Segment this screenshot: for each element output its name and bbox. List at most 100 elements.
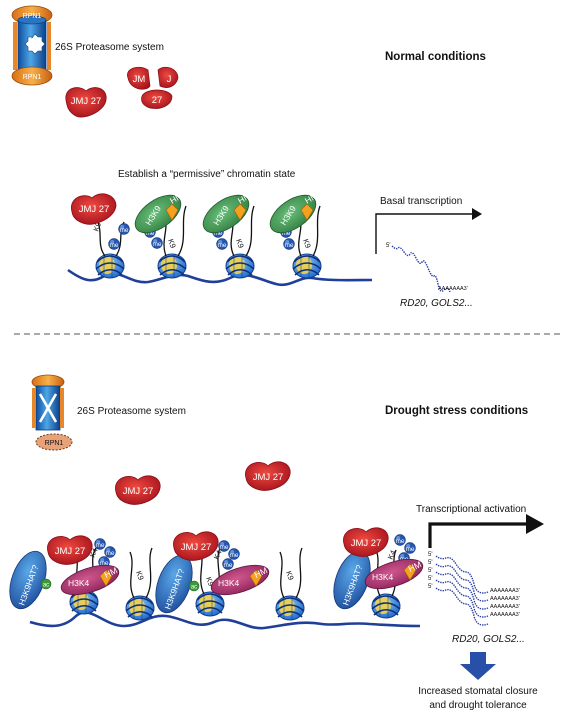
svg-text:me: me [281,230,290,237]
nucleosome-drought-5 [371,593,401,619]
normal-conditions-heading: Normal conditions [385,51,486,63]
jmj27-label: JMJ 27 [79,204,110,215]
svg-text:5': 5' [428,560,432,566]
svg-text:5': 5' [386,243,390,249]
svg-text:me: me [219,544,228,551]
svg-text:ac: ac [43,583,49,589]
svg-text:5': 5' [428,584,432,590]
me-mark: me [108,238,120,250]
svg-text:ac: ac [191,585,197,591]
genes-drought: RD20, GOLS2... [452,634,525,645]
svg-text:H3K4: H3K4 [68,578,90,588]
svg-text:me: me [95,542,104,549]
me-mark: me [98,556,110,568]
svg-text:K4: K4 [386,549,398,561]
me-mark: me [218,540,230,552]
jmj27-drought-bound-1: JMJ 27 [47,535,93,565]
svg-text:K4: K4 [212,549,224,561]
fragment-27: 27 [152,95,163,106]
outcome-down-arrow [460,652,496,680]
svg-text:K9: K9 [284,570,296,582]
jmj27-normal-bound: JMJ 27 [70,193,117,225]
svg-text:K9: K9 [234,238,246,250]
basal-transcription-label: Basal transcription [380,196,462,207]
svg-text:K9: K9 [134,570,146,582]
svg-text:JMJ 27: JMJ 27 [123,486,154,497]
svg-text:AAAAAAA3': AAAAAAA3' [490,588,520,594]
proteasome-label-drought: 26S Proteasome system [77,406,186,417]
me-mark: me [280,226,292,238]
nucleosome-drought-3 [195,591,225,617]
svg-text:me: me [145,230,154,237]
svg-text:5': 5' [428,552,432,558]
svg-text:H3K4: H3K4 [372,572,394,582]
svg-text:me: me [223,562,232,569]
jmj27-drought-bound-3: JMJ 27 [343,527,389,557]
svg-text:me: me [284,242,293,249]
h3k9hat-complex-2: H3K9HAT? ac [155,554,200,614]
proteasome-label-normal: 26S Proteasome system [55,42,164,53]
svg-text:AAAAAAA3': AAAAAAA3' [438,286,468,292]
me-mark: me [228,548,240,560]
svg-text:K9: K9 [204,576,216,588]
svg-text:me: me [99,560,108,567]
mrna-labels-drought: 5' 5' 5' 5' 5' AAAAAAA3' AAAAAAA3' AAAAA… [428,552,520,618]
jmj27-normal-free: JMJ 27 [65,87,107,118]
svg-text:me: me [405,546,414,553]
nucleosome-normal-4 [292,253,322,279]
inactive-gear-icon [38,393,58,423]
jmj27-fragments: JM J 27 [127,66,179,109]
svg-text:me: me [109,242,118,249]
nucleosome-normal-3 [225,253,255,279]
nucleosome-drought-2 [125,595,155,621]
mrna-normal: 5' AAAAAAA3' [386,243,468,293]
fragment-j: J [167,74,172,85]
svg-text:AAAAAAA3': AAAAAAA3' [490,596,520,602]
svg-text:AAAAAAA3': AAAAAAA3' [490,612,520,618]
drought-conditions-heading: Drought stress conditions [385,405,528,417]
basal-transcription-arrow [375,208,482,254]
svg-text:JMJ 27: JMJ 27 [253,472,284,483]
svg-text:me: me [213,230,222,237]
outcome-line-1: Increased stomatal closure [418,686,538,697]
proteasome-drought: RPN1 [31,374,73,451]
svg-text:JMJ 27: JMJ 27 [55,546,86,557]
me-mark: me [394,534,406,546]
nucleosome-normal-1 [95,253,125,279]
svg-text:me: me [105,550,114,557]
k9-labels-normal: K9 K9 K9 K9 [91,221,312,249]
svg-text:me: me [152,241,161,248]
me-mark: me [144,226,156,238]
me-mark: me [94,538,106,550]
me-mark: me [404,542,416,554]
svg-text:JMJ 27: JMJ 27 [181,542,212,553]
svg-text:me: me [217,242,226,249]
fragment-jm: JM [133,74,146,85]
svg-text:JMJ 27: JMJ 27 [351,538,382,549]
svg-text:K9: K9 [166,238,178,250]
me-mark: me [216,238,228,250]
me-mark: me [104,546,116,558]
h3k9-hmt-complex-1: H3K9 HMT? [134,185,193,234]
permissive-subtitle: Establish a “permissive” chromatin state [118,169,296,180]
svg-text:K9: K9 [301,238,313,250]
h3k9-hmt-complex-2: H3K9 HMT? [202,185,261,234]
svg-text:me: me [229,552,238,559]
me-mark: me [283,238,295,250]
me-mark: me [151,237,163,249]
jmj27-drought-free-1: JMJ 27 [115,475,161,505]
svg-text:me: me [395,538,404,545]
genes-normal: RD20, GOLS2... [400,298,473,309]
svg-text:5': 5' [428,576,432,582]
svg-text:me: me [119,227,128,234]
jmj27-drought-bound-2: JMJ 27 [173,531,219,561]
transcriptional-activation-arrow [428,514,544,548]
rpn1-dissociated-label: RPN1 [45,440,64,447]
proteasome-normal: RPN1 RPN1 [11,5,53,86]
rpn1-label-bottom: RPN1 [23,74,42,81]
nucleosome-drought-4 [275,595,305,621]
h3k9hat-complex-1: H3K9HAT? ac [9,550,52,610]
dna-strand-drought [29,611,421,630]
svg-text:K9: K9 [91,221,103,233]
